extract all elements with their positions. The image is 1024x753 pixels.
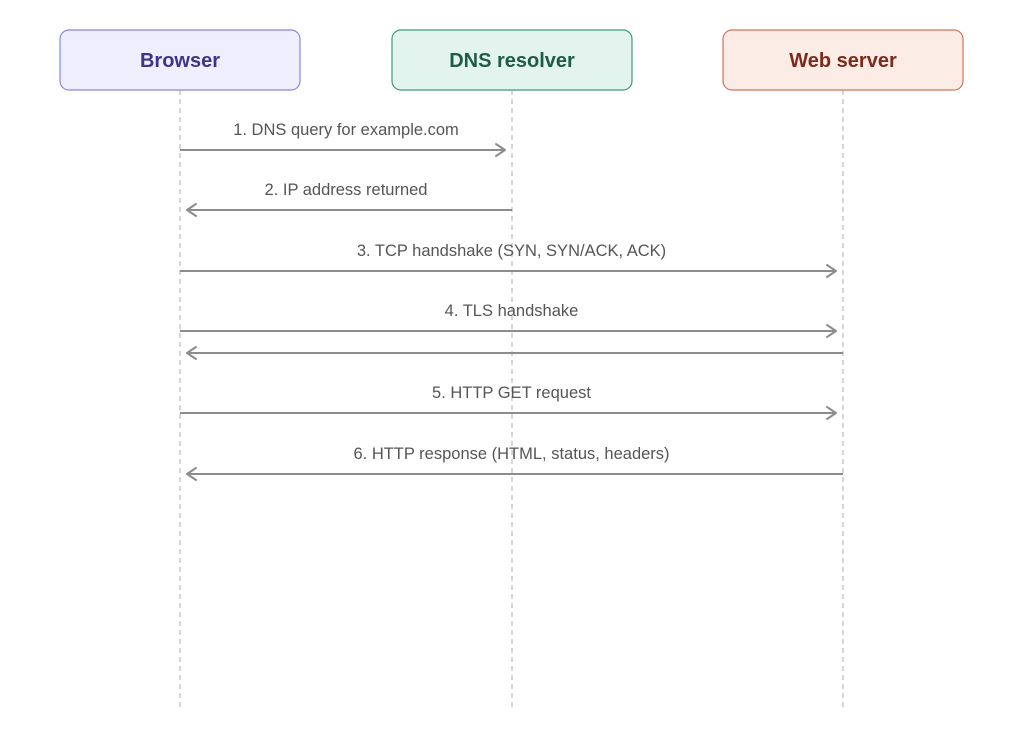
message-label: 6. HTTP response (HTML, status, headers) [353, 445, 669, 463]
arrowhead-icon [186, 346, 197, 360]
actor-box-dns [391, 29, 633, 91]
arrowhead-icon [186, 203, 197, 217]
message-6: 5. HTTP GET request [180, 384, 837, 420]
message-1: 1. DNS query for example.com [180, 121, 506, 157]
arrowhead-icon [826, 324, 837, 338]
message-label: 3. TCP handshake (SYN, SYN/ACK, ACK) [357, 242, 666, 260]
message-label: 4. TLS handshake [445, 302, 579, 320]
message-label: 1. DNS query for example.com [233, 121, 459, 139]
arrowhead-icon [495, 143, 506, 157]
actor-browser: Browser [59, 29, 301, 91]
actor-label-web: Web server [789, 50, 897, 72]
message-7: 6. HTTP response (HTML, status, headers) [186, 445, 843, 481]
message-2: 2. IP address returned [186, 181, 512, 217]
lifelines [179, 90, 844, 708]
actor-web: Web server [722, 29, 964, 91]
actor-box-browser [59, 29, 301, 91]
message-3: 3. TCP handshake (SYN, SYN/ACK, ACK) [180, 242, 837, 278]
arrowhead-icon [826, 406, 837, 420]
messages: 1. DNS query for example.com 2. IP addres… [180, 121, 843, 481]
message-5 [186, 346, 843, 360]
actor-dns: DNS resolver [391, 29, 633, 91]
message-label: 5. HTTP GET request [432, 384, 591, 402]
arrowhead-icon [186, 467, 197, 481]
actor-label-dns: DNS resolver [449, 50, 575, 72]
actors: Browser DNS resolver Web server [59, 29, 964, 91]
actor-box-web [722, 29, 964, 91]
actor-label-browser: Browser [140, 50, 220, 72]
message-label: 2. IP address returned [265, 181, 428, 199]
message-4: 4. TLS handshake [180, 302, 837, 338]
arrowhead-icon [826, 264, 837, 278]
